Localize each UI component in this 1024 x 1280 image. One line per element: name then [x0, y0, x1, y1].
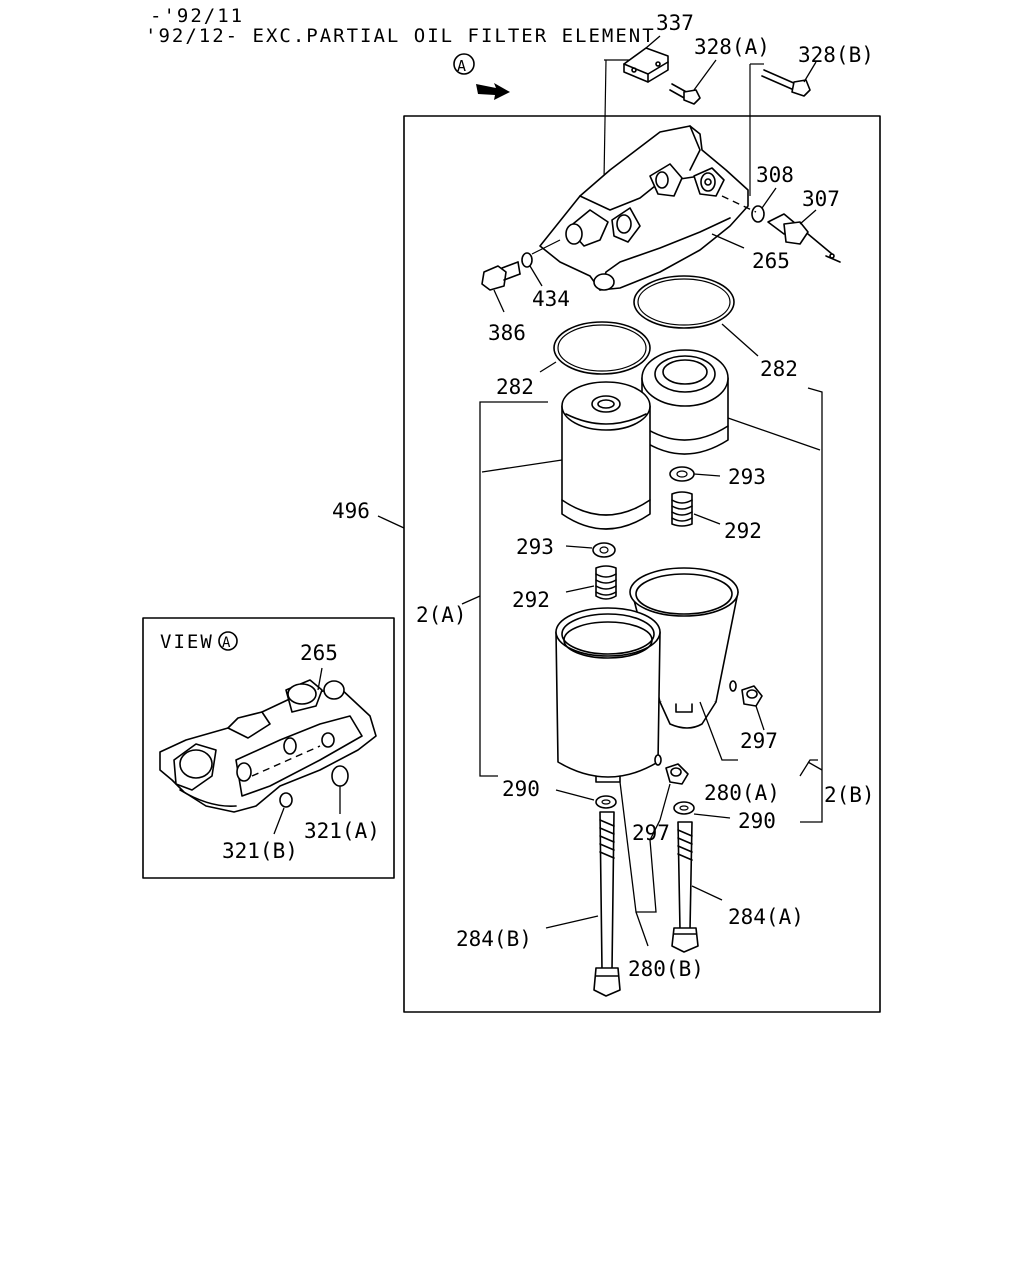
- washer-308: [751, 205, 765, 223]
- label-292-right: 292: [724, 519, 762, 543]
- label-2a: 2(A): [416, 603, 467, 627]
- pressure-switch-307: [767, 213, 841, 263]
- spring-292-right: [671, 491, 693, 527]
- inset-filter-head-265: [159, 679, 377, 813]
- o-ring-282-right: [633, 275, 735, 329]
- label-290-left: 290: [502, 777, 540, 801]
- washer-290-right: [673, 801, 695, 815]
- label-328b: 328(B): [798, 43, 874, 67]
- label-284b: 284(B): [456, 927, 532, 951]
- filter-case-280b: [555, 607, 662, 783]
- inset-label-265: 265: [300, 641, 338, 665]
- inset-o-ring-321b: [279, 792, 293, 808]
- label-297-right: 297: [740, 729, 778, 753]
- label-2b: 2(B): [824, 783, 875, 807]
- main-assembly-frame: [403, 115, 881, 1013]
- plug-386: [481, 261, 521, 291]
- label-307: 307: [802, 187, 840, 211]
- header-line-2: '92/12- EXC.PARTIAL OIL FILTER ELEMENT: [145, 25, 656, 47]
- label-280a: 280(A): [704, 781, 780, 805]
- inset-title: VIEW: [160, 631, 214, 653]
- center-bolt-284a: [671, 821, 699, 953]
- filter-element-left: [561, 381, 651, 530]
- bracket-337: [623, 47, 669, 83]
- label-265: 265: [752, 249, 790, 273]
- label-308: 308: [756, 163, 794, 187]
- label-280b: 280(B): [628, 957, 704, 981]
- washer-434: [521, 252, 533, 268]
- inset-view-marker: A: [218, 631, 238, 651]
- label-282-left: 282: [496, 375, 534, 399]
- drain-plug-297-right: [741, 685, 763, 707]
- label-337: 337: [656, 11, 694, 35]
- label-434: 434: [532, 287, 570, 311]
- view-direction-arrow-icon: [476, 83, 510, 100]
- spring-292-left: [595, 565, 617, 600]
- view-a-marker-letter: A: [457, 57, 466, 75]
- washer-293-left: [592, 542, 616, 558]
- view-a-inset-frame: [142, 617, 395, 879]
- label-293-right: 293: [728, 465, 766, 489]
- label-293-left: 293: [516, 535, 554, 559]
- header-line-1: -'92/11: [150, 5, 244, 27]
- center-bolt-284b: [593, 811, 621, 997]
- bolt-328b: [761, 69, 811, 97]
- label-284a: 284(A): [728, 905, 804, 929]
- inset-label-321a: 321(A): [304, 819, 380, 843]
- view-a-marker: A: [453, 53, 475, 75]
- washer-290-left: [595, 795, 617, 809]
- label-290-right: 290: [738, 809, 776, 833]
- inset-o-ring-321a: [331, 765, 349, 787]
- label-282-right: 282: [760, 357, 798, 381]
- label-496: 496: [332, 499, 370, 523]
- label-297-mid: 297: [632, 821, 670, 845]
- filter-head-265: [539, 125, 749, 291]
- washer-293-right: [669, 466, 695, 482]
- inset-view-marker-letter: A: [222, 635, 231, 651]
- label-328a: 328(A): [694, 35, 770, 59]
- filter-element-right: [641, 349, 729, 455]
- label-292-left: 292: [512, 588, 550, 612]
- drain-plug-297-mid: [665, 763, 689, 785]
- o-ring-282-left: [553, 321, 651, 375]
- label-386: 386: [488, 321, 526, 345]
- inset-label-321b: 321(B): [222, 839, 298, 863]
- bolt-328a: [669, 83, 701, 105]
